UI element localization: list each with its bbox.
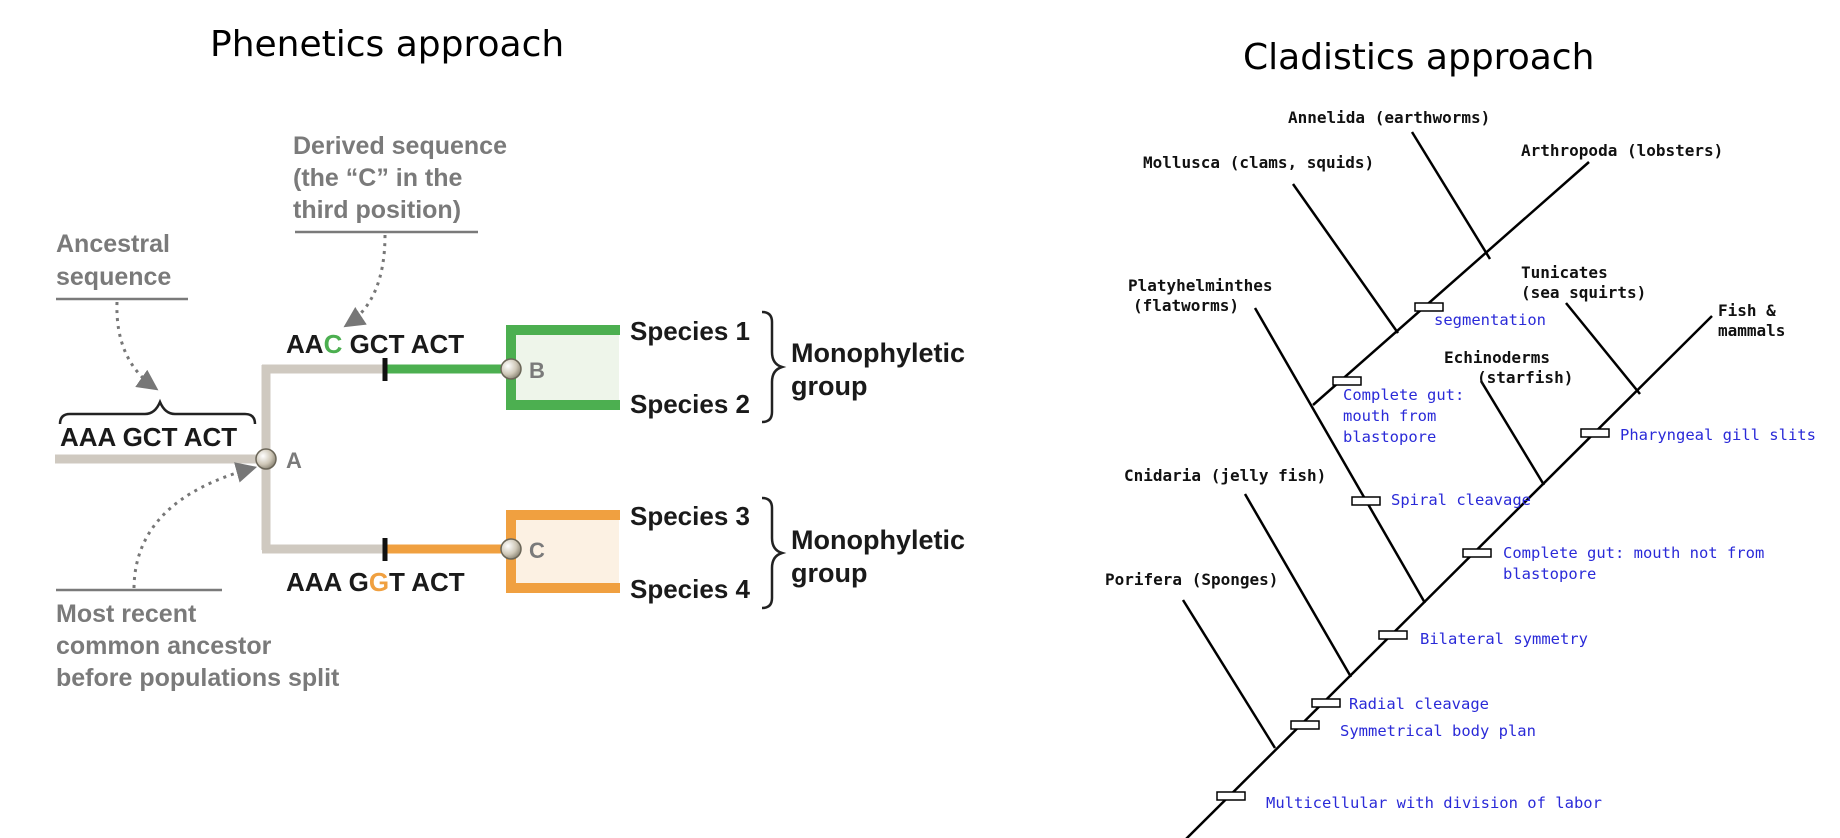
monophyletic-lower-line2: group: [791, 558, 867, 588]
cladogram-trunk: [1185, 315, 1713, 838]
branch-platyhelminthes: [1253, 307, 1427, 604]
mrca-arrow: [132, 462, 258, 589]
taxon-cnidaria: Cnidaria (jelly fish): [1124, 466, 1326, 485]
trait-complete-gut-proto-line1: Complete gut:: [1343, 386, 1464, 404]
node-b-label: B: [529, 358, 545, 383]
node-c: [500, 538, 522, 560]
derived-label-line3: third position): [293, 196, 461, 224]
ancestral-label-line1: Ancestral: [56, 230, 170, 258]
trait-spiral: Spiral cleavage: [1391, 491, 1531, 509]
tick-complete-gut-deut: [1462, 548, 1492, 558]
cladistics-title: Cladistics approach: [1243, 37, 1594, 78]
branch-tunicates: [1565, 302, 1641, 395]
trait-radial: Radial cleavage: [1349, 695, 1489, 713]
trait-symmetrical: Symmetrical body plan: [1340, 722, 1536, 740]
tick-spiral: [1351, 496, 1381, 506]
protostome-branch: [1312, 161, 1590, 406]
taxon-platyhelminthes-line2: (flatworms): [1133, 296, 1239, 315]
taxon-mollusca: Mollusca (clams, squids): [1143, 153, 1374, 172]
taxon-arthropoda: Arthropoda (lobsters): [1521, 141, 1723, 160]
mrca-label-line3: before populations split: [56, 664, 340, 692]
ancestral-arrow: [115, 301, 159, 391]
node-c-label: C: [529, 538, 545, 563]
monophyletic-upper-line2: group: [791, 371, 867, 401]
node-a: [255, 448, 277, 470]
taxon-echinoderms-line2: (starfish): [1477, 368, 1573, 387]
tick-radial: [1311, 698, 1341, 708]
taxon-annelida: Annelida (earthworms): [1288, 108, 1490, 127]
upper-seq-prefix: AA: [286, 329, 324, 359]
species-1-label: Species 1: [630, 316, 750, 346]
group-brace-upper: [761, 310, 787, 424]
lower-seq-suffix: T ACT: [389, 567, 465, 597]
taxon-tunicates-line1: Tunicates: [1521, 263, 1608, 282]
root-sequence: AAA GCT ACT: [60, 422, 237, 452]
phenetics-panel: Phenetics approach A B C AAA GCT ACT AAC…: [55, 24, 965, 692]
ancestral-label-line2: sequence: [56, 263, 171, 291]
branch-annelida: [1410, 131, 1492, 260]
phenetics-title: Phenetics approach: [210, 24, 564, 65]
monophyletic-upper-line1: Monophyletic: [791, 338, 965, 368]
trait-bilateral: Bilateral symmetry: [1420, 630, 1588, 648]
tick-symmetrical: [1290, 720, 1320, 730]
tick-bilateral: [1378, 630, 1408, 640]
trait-complete-gut-proto-line3: blastopore: [1343, 428, 1436, 446]
trait-segmentation: segmentation: [1434, 311, 1546, 329]
derived-label-line2: (the “C” in the: [293, 164, 463, 192]
lower-sequence: AAA GGT ACT: [286, 567, 465, 597]
branch-porifera: [1181, 599, 1277, 749]
trait-complete-gut-proto-line2: mouth from: [1343, 407, 1436, 425]
taxon-tunicates-line2: (sea squirts): [1521, 283, 1646, 302]
trait-pharyngeal: Pharyngeal gill slits: [1620, 426, 1816, 444]
group-brace-lower: [761, 496, 787, 610]
mrca-label-line1: Most recent: [56, 600, 197, 628]
lower-seq-prefix: AAA G: [286, 567, 369, 597]
tick-segmentation: [1414, 302, 1444, 312]
taxon-platyhelminthes-line1: Platyhelminthes: [1128, 276, 1273, 295]
branch-cnidaria: [1243, 493, 1353, 678]
group-box-upper: [511, 330, 619, 403]
tick-pharyngeal: [1580, 428, 1610, 438]
branch-mollusca: [1291, 183, 1400, 334]
species-4-label: Species 4: [630, 574, 751, 604]
node-b: [500, 358, 522, 380]
derived-arrow: [343, 234, 387, 328]
tick-complete-gut-proto: [1332, 376, 1362, 386]
taxon-fish-line1: Fish &: [1718, 301, 1776, 320]
derived-label-line1: Derived sequence: [293, 132, 507, 160]
trait-complete-gut-deut-line2: blastopore: [1503, 565, 1596, 583]
root-sequence-brace: [58, 398, 257, 425]
lower-seq-highlight: G: [369, 567, 389, 597]
mrca-label-line2: common ancestor: [56, 632, 272, 660]
group-box-lower: [511, 515, 619, 588]
trait-complete-gut-deut-line1: Complete gut: mouth not from: [1503, 544, 1764, 562]
taxon-echinoderms-line1: Echinoderms: [1444, 348, 1550, 367]
upper-seq-highlight: C: [324, 329, 343, 359]
tick-multicellular: [1216, 791, 1246, 801]
taxon-fish-line2: mammals: [1718, 321, 1785, 340]
species-3-label: Species 3: [630, 501, 750, 531]
cladistics-panel: Cladistics approach Porifera (Sponges) C…: [1105, 37, 1816, 838]
upper-seq-suffix: GCT ACT: [342, 329, 464, 359]
taxon-porifera: Porifera (Sponges): [1105, 570, 1278, 589]
species-2-label: Species 2: [630, 389, 750, 419]
trait-multicellular: Multicellular with division of labor: [1266, 794, 1602, 812]
upper-sequence: AAC GCT ACT: [286, 329, 464, 359]
monophyletic-lower-line1: Monophyletic: [791, 525, 965, 555]
branch-echinoderms: [1479, 380, 1546, 486]
node-a-label: A: [286, 448, 302, 473]
